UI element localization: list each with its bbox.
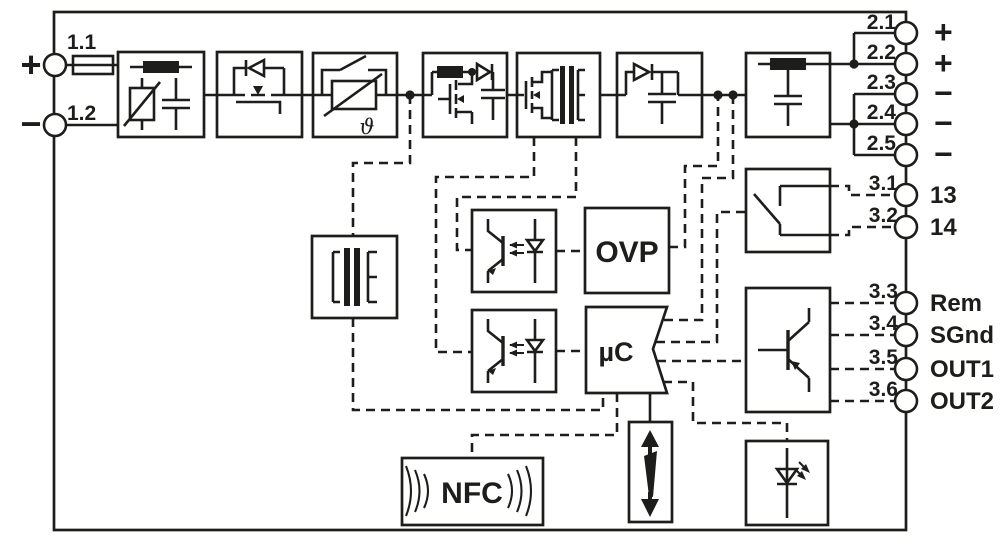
terminal-label-3-4: 3.4 <box>869 312 899 335</box>
transformer-icon <box>331 250 377 304</box>
phototransistor-icon <box>486 219 504 283</box>
switch-contact-icon <box>753 184 830 237</box>
terminal-label-2-4: 2.4 <box>867 101 897 124</box>
terminal-label-2-5: 2.5 <box>867 132 897 155</box>
transistor-icon <box>758 308 811 392</box>
mosfet-gate <box>236 100 282 114</box>
input-terminals: + − 1.1 1.2 <box>20 31 96 144</box>
thermistor-icon <box>330 79 378 111</box>
terminal-label-1-1: 1.1 <box>67 31 97 54</box>
switching-stage-block <box>515 51 602 139</box>
thermistor-label: ϑ <box>359 115 374 139</box>
signal-name-3-3: Rem <box>930 290 982 317</box>
led-indicator-block <box>744 439 830 527</box>
terminal-2-3 <box>893 81 919 107</box>
diode-icon <box>632 61 652 83</box>
mcu-label: µC <box>598 337 633 367</box>
terminal-label-3-3: 3.3 <box>869 280 898 303</box>
capacitor-icon <box>162 78 190 130</box>
diode-icon <box>475 61 493 83</box>
signal-name-3-4: SGnd <box>930 322 994 349</box>
inductor-icon <box>770 58 806 70</box>
terminal-3-2 <box>893 214 919 240</box>
optocoupler-2-block <box>470 308 558 394</box>
terminal-2-5 <box>893 142 919 168</box>
terminal-2-4 <box>893 111 919 137</box>
optocoupler-1-block <box>470 208 558 294</box>
arrow-down-icon <box>641 499 659 517</box>
output-terminals: 2.1 2.2 2.3 2.4 2.5 3.1 3.2 3.3 3.4 3.5 … <box>867 11 994 415</box>
boost-converter-block <box>421 51 509 139</box>
terminal-3-6 <box>893 388 919 414</box>
mosfet-icon <box>517 70 552 120</box>
terminal-3-4 <box>893 322 919 348</box>
inrush-limiter-block: ϑ <box>311 51 399 139</box>
terminal-label-3-2: 3.2 <box>869 204 898 227</box>
signal-name-3-6: OUT2 <box>930 388 994 415</box>
capacitor-icon <box>774 70 802 126</box>
terminal-label-2-2: 2.2 <box>867 41 896 64</box>
terminal-1-2 <box>42 112 68 138</box>
signal-name-3-5: OUT1 <box>930 356 994 383</box>
mosfet-icon <box>438 72 474 124</box>
input-minus-sign: − <box>20 103 41 144</box>
output-filter-block <box>744 51 832 139</box>
terminal-2-2 <box>893 51 919 77</box>
ovp-label: OVP <box>595 236 658 269</box>
terminal-label-2-3: 2.3 <box>867 71 896 94</box>
inductor-icon <box>143 61 179 73</box>
mcu-block: µC <box>584 305 669 395</box>
reverse-protection-block <box>215 50 304 139</box>
inductor-icon <box>437 66 463 78</box>
polarity-2-2: + <box>934 45 953 81</box>
signal-direction-block <box>627 420 674 524</box>
nfc-waves-left-icon <box>405 465 430 517</box>
input-filter-block <box>116 50 206 139</box>
ovp-block: OVP <box>583 206 671 295</box>
terminal-label-3-5: 3.5 <box>869 346 899 369</box>
fuse-icon <box>71 54 115 76</box>
terminal-1-1 <box>42 52 68 78</box>
junction-dots <box>405 59 859 129</box>
enclosure-outline <box>52 10 908 532</box>
terminal-3-5 <box>893 356 919 382</box>
dashed-wires <box>351 95 895 458</box>
rectifier-block <box>615 51 704 139</box>
terminal-3-1 <box>893 182 919 208</box>
bypass-switch-icon <box>320 54 388 95</box>
nfc-block: NFC <box>400 456 545 527</box>
transformer-windings <box>550 68 585 122</box>
terminal-label-1-2: 1.2 <box>67 102 96 125</box>
terminal-label-3-6: 3.6 <box>869 378 898 401</box>
diode-icon <box>246 57 266 79</box>
polarity-2-3: − <box>934 75 953 111</box>
polarity-2-5: − <box>934 136 953 172</box>
terminal-2-1 <box>893 20 919 46</box>
polarity-2-1: + <box>934 14 953 50</box>
terminal-3-3 <box>893 290 919 316</box>
signal-name-3-1: 13 <box>930 182 957 209</box>
nfc-label: NFC <box>441 477 503 510</box>
phototransistor-icon <box>486 319 504 383</box>
polarity-2-4: − <box>934 105 953 141</box>
signal-name-3-2: 14 <box>930 214 957 241</box>
input-plus-sign: + <box>20 44 41 85</box>
relay-contact-block <box>744 167 832 254</box>
signal-transistor-block <box>744 286 832 414</box>
arrow-up-icon <box>641 430 659 447</box>
aux-transformer-block <box>310 234 399 320</box>
terminal-label-3-1: 3.1 <box>869 172 899 195</box>
nfc-waves-right-icon <box>507 465 533 517</box>
terminal-label-2-1: 2.1 <box>867 11 897 34</box>
